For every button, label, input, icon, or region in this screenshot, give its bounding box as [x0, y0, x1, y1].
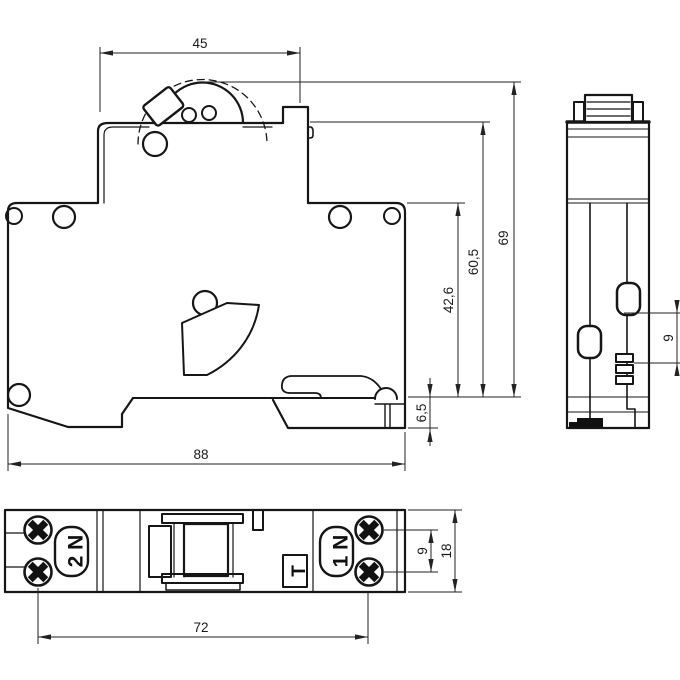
- clamp-rib: [615, 375, 634, 385]
- dim-72-label: 72: [193, 620, 208, 635]
- mechanism-bottom-bar2: [165, 582, 241, 591]
- housing-hole: [327, 204, 353, 230]
- dome-detail-hole: [201, 105, 217, 121]
- housing-hole: [5, 207, 23, 225]
- din-rail-slot: [281, 375, 382, 399]
- bottom-view-drawing: 2 N 1 N T: [3, 508, 407, 594]
- side-view-drawing: [565, 93, 651, 430]
- dim-45-label: 45: [192, 36, 207, 51]
- dimension-labels: 45 88 72 69 60,5 42,6 6,5 9 18 9: [192, 36, 676, 635]
- mechanism-center-block: [182, 522, 230, 578]
- phillips-screw: [23, 515, 53, 545]
- housing-hole: [383, 207, 401, 225]
- terminal-screw-side: [615, 281, 642, 317]
- dim-9-bottom-arrows: [428, 530, 434, 572]
- dim-6-5-label: 6,5: [414, 404, 429, 423]
- top-tab: [281, 105, 310, 205]
- mechanism-pin: [252, 509, 264, 531]
- dome-detail-hole: [181, 107, 197, 123]
- dim-18-lines: [408, 509, 462, 593]
- phillips-screw: [354, 557, 384, 587]
- terminal-marking-capsule: [53, 525, 90, 578]
- mechanism-left-block: [148, 525, 172, 578]
- pivot-hole: [141, 130, 169, 158]
- section-dividers: [96, 509, 398, 593]
- terminal-cage-lines: [4, 532, 25, 568]
- dim-18-label: 18: [439, 543, 454, 558]
- front-face-inner-line: [103, 126, 273, 204]
- terminal-label-left: 2 N: [65, 535, 88, 568]
- toggle-guard-left: [573, 101, 585, 123]
- din-clip-black: [569, 418, 603, 427]
- dim-extension-lines: [204, 81, 521, 398]
- dim-6-5-arrows: [427, 384, 433, 442]
- bottom-body-outline: [3, 508, 407, 594]
- body-outline-left: [6, 201, 135, 429]
- rail-foot-detail: [374, 403, 406, 429]
- body-outline-right: [271, 201, 407, 430]
- side-toggle-ribs: [586, 101, 631, 117]
- test-button: [282, 554, 308, 588]
- dim-69-label: 69: [496, 230, 511, 245]
- dim-45-lines: [99, 47, 301, 112]
- toggle-handle: [142, 86, 185, 127]
- dimension-annotations: [7, 47, 680, 644]
- housing-hole: [51, 204, 77, 230]
- front-face-outline: [15, 121, 285, 205]
- corner-hole: [6, 382, 32, 408]
- toggle-guard-right: [632, 101, 644, 123]
- phillips-screw: [354, 515, 384, 545]
- dim-88-lines: [7, 414, 406, 471]
- terminal-screw-side: [576, 324, 603, 360]
- dim-88-label: 88: [193, 447, 208, 462]
- side-body-lines: [566, 128, 650, 413]
- dim-72-lines: [37, 588, 369, 644]
- test-button-label: T: [289, 565, 310, 577]
- phillips-screw: [23, 557, 53, 587]
- dim-60-5-label: 60,5: [466, 249, 481, 275]
- clamp-rib: [615, 353, 634, 363]
- dim-9-side-label: 9: [661, 334, 676, 342]
- front-view-drawing: [5, 78, 407, 430]
- terminal-marking-capsule: [318, 525, 355, 578]
- clamp-rib: [615, 364, 634, 374]
- din-release-pawl: [181, 302, 260, 376]
- dim-42-6-label: 42,6: [441, 287, 456, 313]
- terminal-label-right: 1 N: [330, 535, 353, 568]
- rail-catch-bump: [374, 387, 398, 400]
- dim-9-bottom-label: 9: [415, 547, 430, 555]
- wall-step: [307, 126, 314, 139]
- toggle-swing-arc: [137, 78, 268, 145]
